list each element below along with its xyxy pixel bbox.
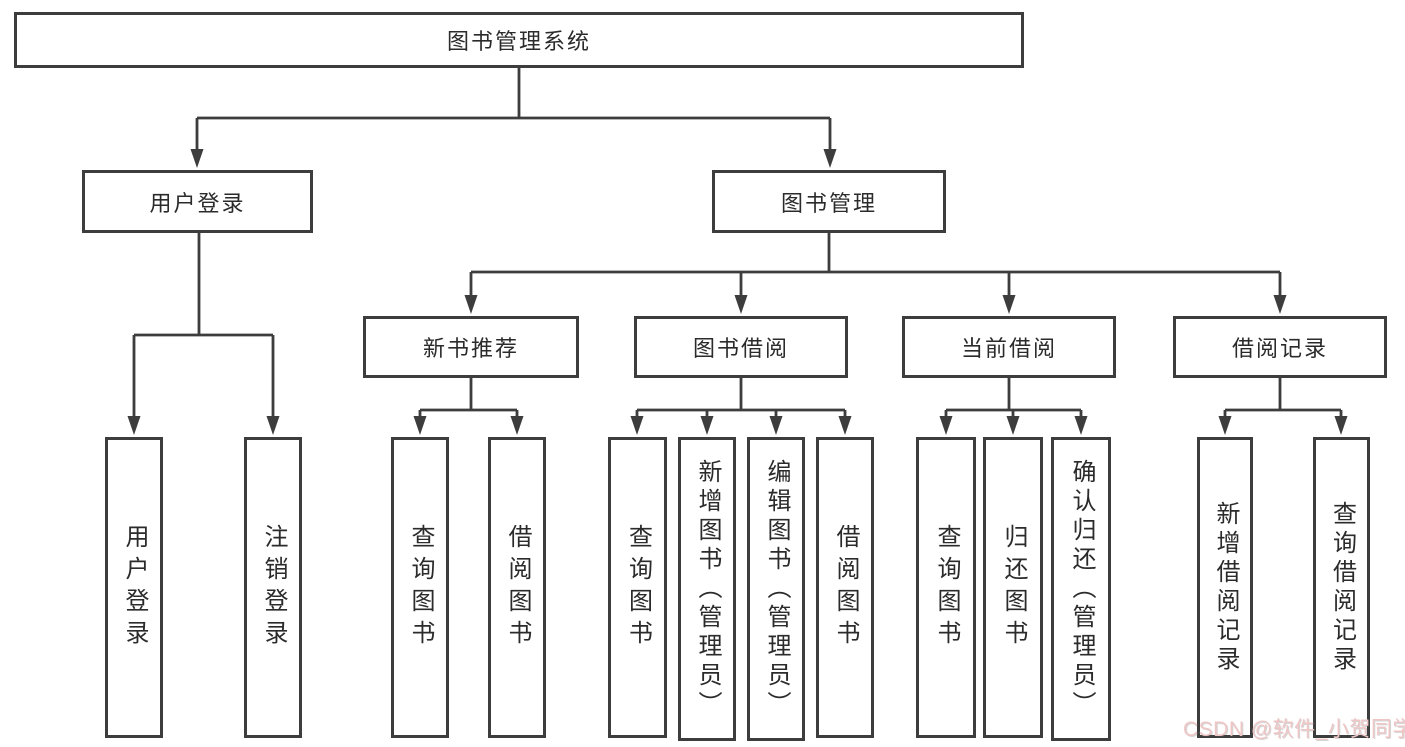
- connector-book-management: [469, 233, 1282, 298]
- leaf-edit-book-admin: 编辑图书（管理员）: [747, 437, 805, 741]
- node-user-login: 用户登录: [82, 170, 313, 233]
- connector-current-borrow: [944, 378, 1083, 419]
- leaf-logout: 注销登录: [244, 437, 302, 738]
- node-current-borrow: 当前借阅: [902, 316, 1116, 378]
- connector-book-borrow: [635, 378, 847, 419]
- leaf-borrow-books: 借阅图书: [816, 437, 874, 738]
- leaf-add-book-admin: 新增图书（管理员）: [678, 437, 736, 741]
- leaf-add-borrow-record: 新增借阅记录: [1197, 437, 1253, 738]
- leaf-query-books-current: 查询图书: [916, 437, 976, 738]
- connector-borrow-records: [1223, 378, 1343, 419]
- leaf-borrow-books-recommend: 借阅图书: [488, 437, 546, 738]
- node-book-management: 图书管理: [712, 170, 946, 233]
- leaf-query-books-recommend: 查询图书: [391, 437, 449, 738]
- arrowheads: [127, 149, 1348, 435]
- leaf-query-books-borrow: 查询图书: [608, 437, 667, 738]
- node-new-book-recommend: 新书推荐: [363, 316, 579, 378]
- node-borrow-records: 借阅记录: [1173, 316, 1387, 378]
- connector-new-book-recommend: [418, 378, 519, 419]
- leaf-return-book: 归还图书: [983, 437, 1043, 738]
- connector-root: [195, 68, 832, 152]
- node-book-borrow: 图书借阅: [634, 316, 848, 378]
- leaf-user-login: 用户登录: [105, 437, 163, 738]
- leaf-query-borrow-record: 查询借阅记录: [1313, 437, 1370, 738]
- csdn-watermark: CSDN @软件_小贺同学: [1183, 718, 1405, 741]
- node-root: 图书管理系统: [14, 12, 1024, 68]
- connector-user-login: [132, 233, 275, 419]
- leaf-confirm-return-admin: 确认归还（管理员）: [1051, 437, 1111, 741]
